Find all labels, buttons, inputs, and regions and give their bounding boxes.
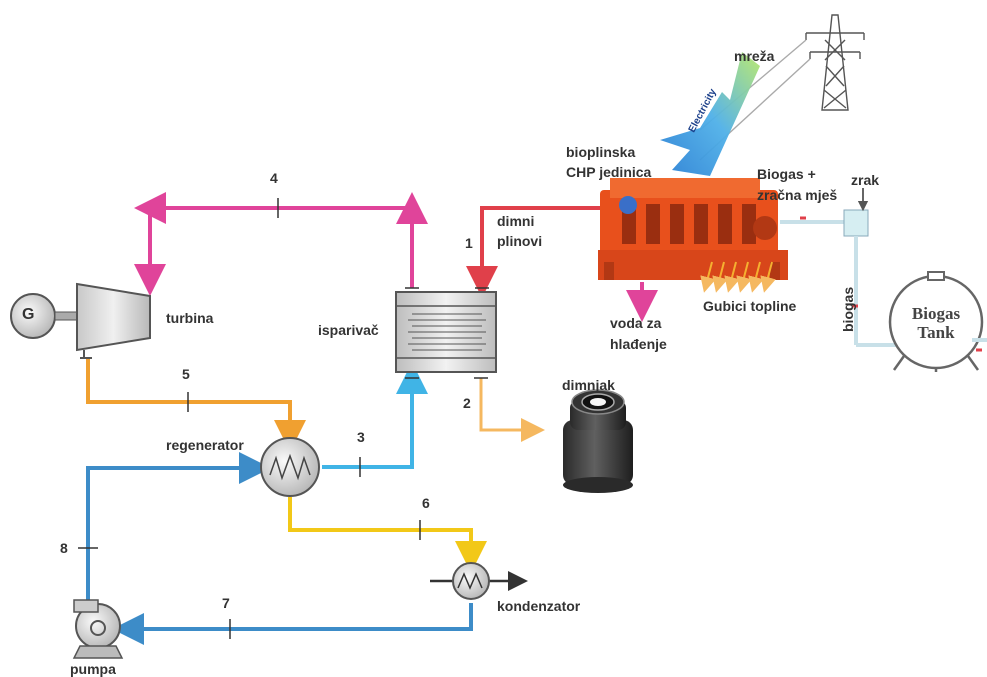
biogas-mix-label-line1: Biogas + (757, 166, 816, 182)
electricity-arrow (660, 52, 760, 176)
chp-engine-unit (598, 178, 788, 280)
stream-number-3: 3 (357, 429, 365, 445)
stream-number-8: 8 (60, 540, 68, 556)
chimney-label: dimnjak (562, 377, 615, 393)
pump-symbol (72, 599, 124, 659)
flue-gas-label-line2: plinovi (497, 233, 543, 249)
biogas-pipe-label: biogas (840, 286, 856, 332)
stream-1-flue-gas-line (466, 206, 608, 298)
generator-symbol (10, 293, 78, 339)
condenser-symbol (430, 562, 528, 600)
cooling-water-label-line2: hlađenje (610, 336, 667, 352)
biogas-mix-label-line2: zračna mješ (757, 187, 838, 203)
biogas-tank (888, 271, 987, 372)
stream-3-preheated-line (322, 362, 428, 469)
stream-number-6: 6 (422, 495, 430, 511)
tank-label-line1: Biogas (911, 304, 961, 323)
heat-loss-arrows (700, 261, 776, 293)
air-label: zrak (851, 172, 880, 188)
evaporator-label: isparivač (318, 322, 379, 338)
stream-4-vapour-line (134, 192, 428, 296)
heat-loss-label: Gubici topline (703, 298, 797, 314)
stream-6-cooling-line (288, 497, 487, 573)
condenser-label: kondenzator (497, 598, 581, 614)
chp-label-line1: bioplinska (566, 144, 636, 160)
regenerator-symbol (260, 437, 320, 497)
grid-label: mreža (734, 48, 775, 64)
stream-number-4: 4 (270, 170, 278, 186)
chp-label-line2: CHP jedinica (566, 164, 652, 180)
stream-8-liquid-line (86, 452, 271, 600)
stream-2-flue-line (479, 378, 545, 442)
chimney-symbol (563, 389, 633, 493)
stream-number-1: 1 (465, 235, 473, 251)
pump-label: pumpa (70, 661, 116, 677)
turbine-symbol (76, 282, 151, 359)
stream-number-7: 7 (222, 595, 230, 611)
tank-label-line2: Tank (917, 323, 955, 342)
turbine-label: turbina (166, 310, 214, 326)
generator-label: G (22, 306, 35, 323)
biogas-feed-line (780, 188, 900, 347)
evaporator-symbol (395, 287, 497, 379)
regenerator-label: regenerator (166, 437, 244, 453)
stream-number-2: 2 (463, 395, 471, 411)
stream-5-exhaust-line (86, 358, 306, 452)
cooling-water-label-line1: voda za (610, 315, 662, 331)
stream-7-liquid-line (112, 603, 473, 645)
stream-number-5: 5 (182, 366, 190, 382)
flue-gas-label-line1: dimni (497, 213, 535, 229)
